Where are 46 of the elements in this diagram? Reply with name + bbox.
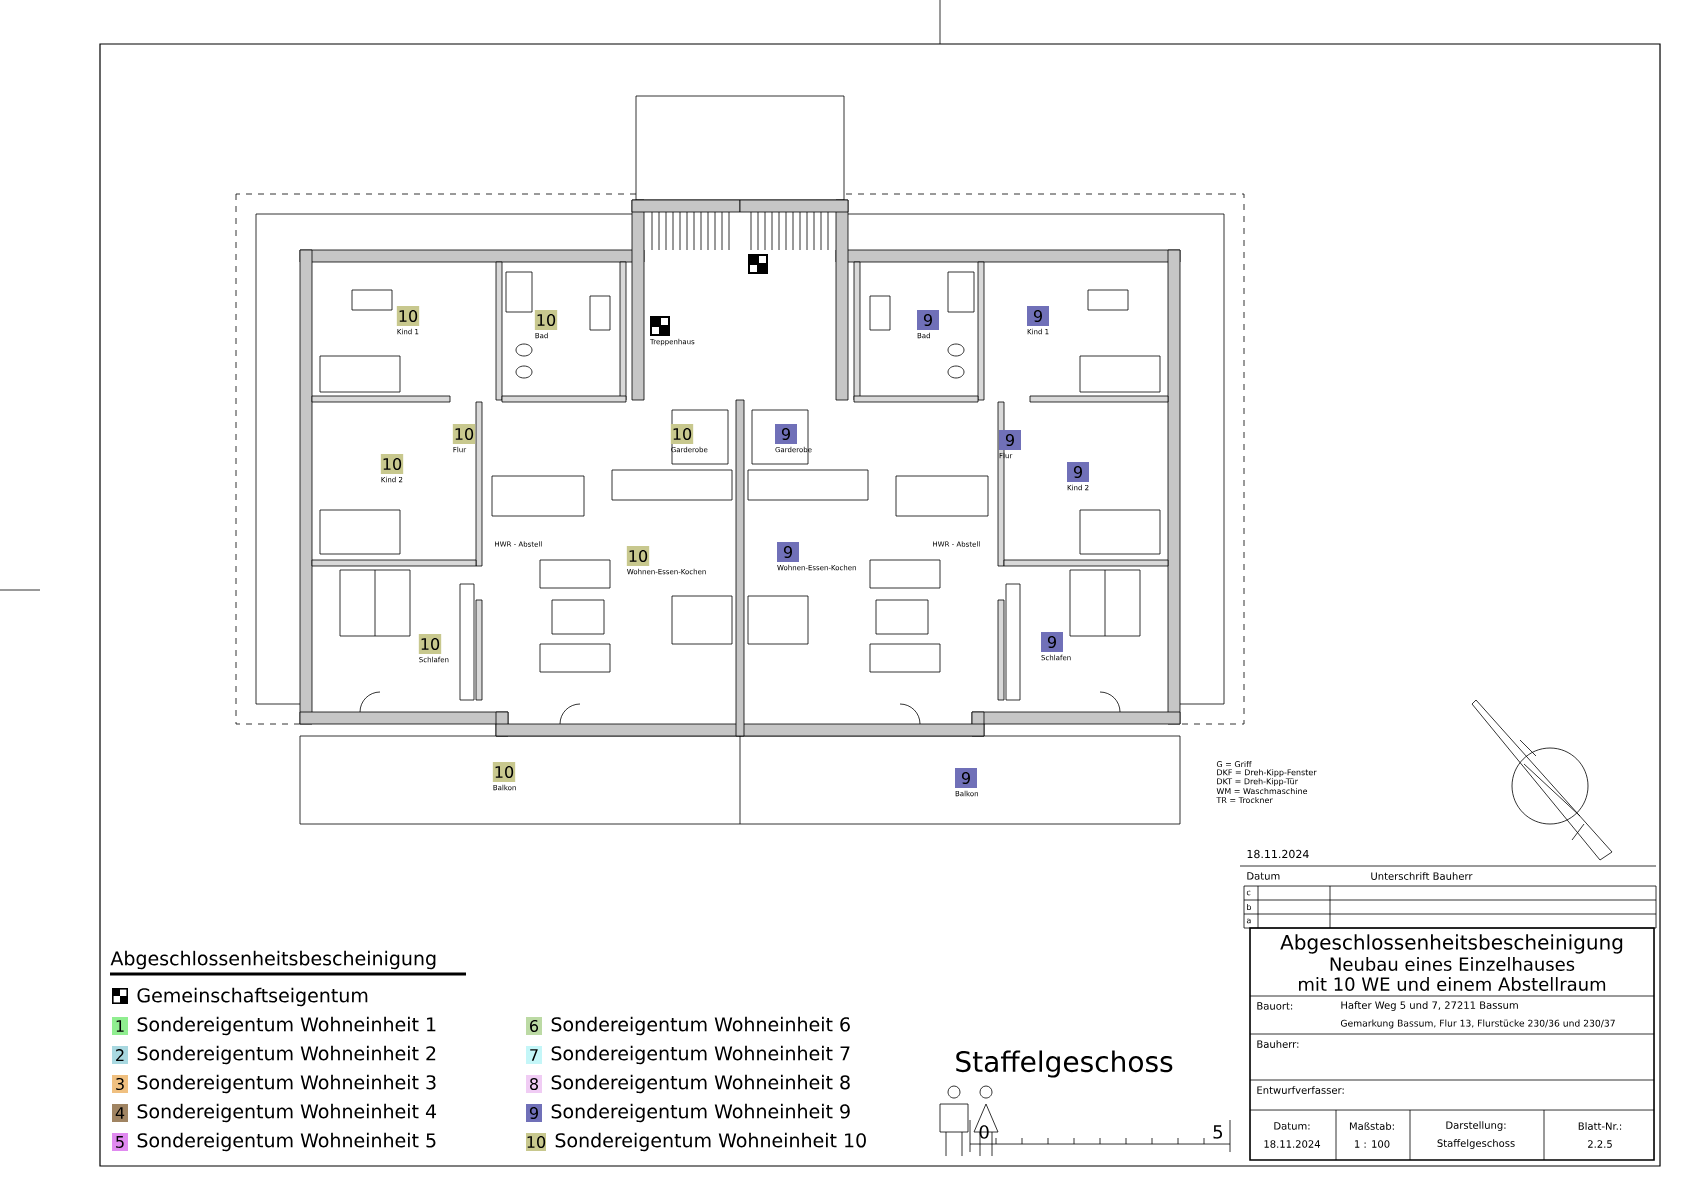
- legend-text: Sondereigentum Wohneinheit 10: [555, 1132, 866, 1152]
- common-area-symbol: [748, 254, 768, 274]
- drawing-title: mit 10 WE und einem Abstellraum: [1299, 977, 1606, 991]
- legend-number: 10: [527, 1135, 546, 1149]
- unit-tag: 9: [777, 542, 799, 562]
- unit-tag: 9: [999, 430, 1021, 450]
- unit-tag: 9: [1041, 632, 1063, 652]
- legend-text: Sondereigentum Wohneinheit 7: [551, 1045, 850, 1065]
- legend-text: Sondereigentum Wohneinheit 8: [551, 1074, 850, 1094]
- common-area-symbol: [650, 316, 670, 336]
- legend-number: 5: [116, 1136, 124, 1148]
- legend-text: Sondereigentum Wohneinheit 4: [137, 1103, 437, 1123]
- scale-number: 0: [979, 1125, 989, 1139]
- unit-tag: 10: [534, 310, 558, 330]
- drawing-title: Staffelgeschoss: [956, 1050, 1173, 1078]
- legend-text: Sondereigentum Wohneinheit 6: [551, 1016, 850, 1036]
- legend-number: 2: [116, 1049, 124, 1061]
- unit-tag: 10: [670, 424, 694, 444]
- legend-text: Gemeinschaftseigentum: [137, 987, 368, 1007]
- legend-text: Sondereigentum Wohneinheit 9: [551, 1103, 850, 1123]
- unit-tag: 10: [626, 546, 650, 566]
- unit-tag: 9: [1027, 306, 1049, 326]
- legend-heading: Abgeschlossenheitsbescheinigung: [110, 950, 436, 970]
- drawing-title: Neubau eines Einzelhauses: [1330, 957, 1575, 971]
- unit-tag: 10: [380, 454, 404, 474]
- legend-text: Sondereigentum Wohneinheit 5: [137, 1132, 436, 1152]
- legend-number: 6: [530, 1019, 539, 1033]
- legend-text: Sondereigentum Wohneinheit 1: [137, 1016, 436, 1036]
- legend-number: 3: [116, 1077, 124, 1091]
- unit-tag: 10: [418, 634, 442, 654]
- unit-tag: 10: [452, 424, 476, 444]
- unit-tag: 10: [396, 306, 420, 326]
- legend-number: 8: [530, 1077, 538, 1091]
- unit-tag: 9: [1067, 462, 1089, 482]
- legend-text: Sondereigentum Wohneinheit 3: [137, 1074, 436, 1094]
- drawing-title: Abgeschlossenheitsbescheinigung: [1280, 934, 1623, 954]
- legend-number: 4: [115, 1107, 125, 1119]
- scale-number: 5: [1213, 1125, 1223, 1139]
- unit-tag: 9: [775, 424, 797, 444]
- unit-tag: 10: [492, 762, 516, 782]
- unit-tag: 9: [955, 768, 977, 788]
- legend-number: 7: [530, 1049, 538, 1061]
- legend-text: Sondereigentum Wohneinheit 2: [137, 1045, 436, 1065]
- unit-tag: 9: [917, 310, 939, 330]
- legend-number: 1: [116, 1020, 124, 1032]
- legend-number: 9: [529, 1106, 538, 1120]
